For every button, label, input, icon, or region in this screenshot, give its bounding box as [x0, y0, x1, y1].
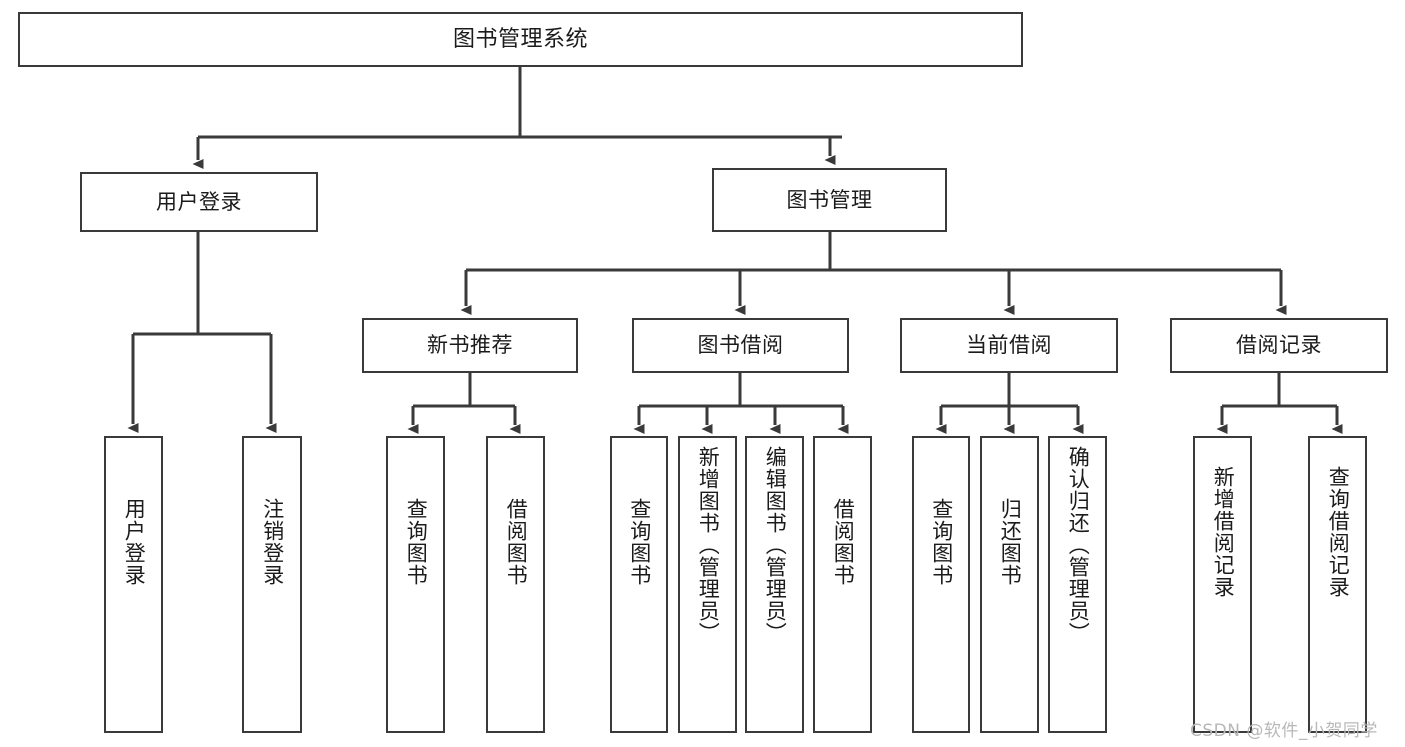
node-label: 图书借阅 — [697, 333, 784, 357]
node-label: 新书推荐 — [427, 333, 513, 357]
node-borrow-record[interactable]: 借阅记录 — [1170, 318, 1388, 373]
node-book-manage[interactable]: 图书管理 — [712, 168, 947, 232]
node-label: 归还图书 — [998, 498, 1023, 586]
leaf-user-logout[interactable]: 注销登录 — [242, 436, 302, 733]
leaf-edit-book-admin[interactable]: 编辑图书（管理员） — [745, 436, 804, 733]
node-label: 图书管理 — [786, 187, 873, 212]
node-label: 注销登录 — [260, 498, 285, 586]
node-root-book-management-system[interactable]: 图书管理系统 — [18, 12, 1023, 67]
leaf-query-book-3[interactable]: 查询图书 — [912, 436, 970, 733]
node-user-login[interactable]: 用户登录 — [80, 172, 318, 232]
node-label: 新增图书（管理员） — [696, 446, 721, 644]
leaf-query-book-2[interactable]: 查询图书 — [610, 436, 668, 733]
leaf-user-login[interactable]: 用户登录 — [104, 436, 163, 733]
node-label: 编辑图书（管理员） — [763, 446, 788, 644]
node-book-borrow[interactable]: 图书借阅 — [632, 318, 849, 373]
node-new-book-recommend[interactable]: 新书推荐 — [362, 318, 578, 373]
node-label: 新增借阅记录 — [1211, 466, 1236, 598]
node-label: 用户登录 — [122, 498, 147, 586]
node-label: 查询图书 — [929, 498, 954, 586]
node-label: 查询图书 — [627, 498, 652, 586]
node-label: 确认归还（管理员） — [1066, 446, 1091, 644]
leaf-borrow-book-1[interactable]: 借阅图书 — [486, 436, 545, 733]
node-label: 用户登录 — [156, 189, 242, 214]
node-current-borrow[interactable]: 当前借阅 — [900, 318, 1118, 373]
node-label: 图书管理系统 — [452, 26, 588, 52]
leaf-query-borrow-record[interactable]: 查询借阅记录 — [1308, 436, 1367, 733]
node-label: 查询借阅记录 — [1326, 466, 1351, 598]
leaf-return-book[interactable]: 归还图书 — [980, 436, 1039, 733]
leaf-add-borrow-record[interactable]: 新增借阅记录 — [1193, 436, 1252, 733]
node-label: 借阅图书 — [504, 498, 529, 586]
node-label: 查询图书 — [404, 498, 429, 586]
node-label: 当前借阅 — [966, 333, 1052, 357]
leaf-confirm-return-admin[interactable]: 确认归还（管理员） — [1048, 436, 1107, 733]
csdn-watermark: CSDN @软件_小贺同学 — [1190, 721, 1378, 741]
node-label: 借阅图书 — [831, 498, 856, 586]
leaf-query-book-1[interactable]: 查询图书 — [386, 436, 445, 733]
leaf-add-book-admin[interactable]: 新增图书（管理员） — [678, 436, 737, 733]
leaf-borrow-book-2[interactable]: 借阅图书 — [813, 436, 872, 733]
node-label: 借阅记录 — [1236, 333, 1322, 357]
